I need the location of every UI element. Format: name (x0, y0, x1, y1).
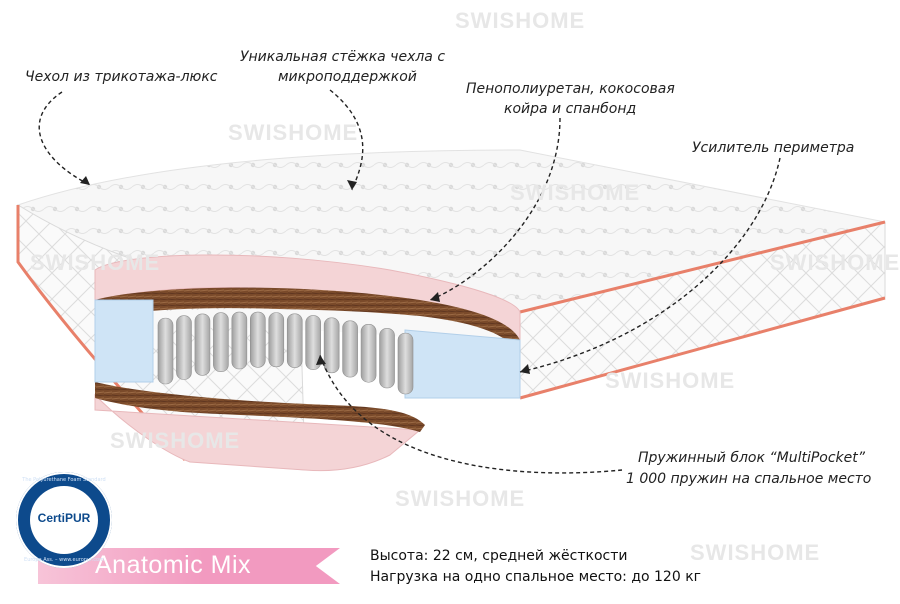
watermark: SWISHOME (395, 486, 526, 511)
spring-pocket (231, 311, 248, 370)
spring-pocket (342, 320, 358, 378)
callout-foam-line2: койра и спанбонд (504, 101, 637, 117)
leader-foam (429, 117, 561, 301)
spring-pocket (194, 313, 211, 376)
coir-layer-top (95, 287, 520, 352)
badge-label: CertiPUR (37, 511, 91, 525)
watermark: SWISHOME (770, 250, 900, 275)
badge-inner-circle: CertiPUR (30, 486, 98, 554)
pink-layer-bottom (94, 393, 422, 472)
badge-arc-text-top: The Polyurethane Foam Standard (22, 477, 106, 483)
watermark: SWISHOME (605, 368, 736, 393)
piping-top-edge (519, 220, 886, 314)
callout-cover: Чехол из трикотажа-люкс (25, 69, 218, 85)
spring-pocket (250, 311, 266, 368)
spring-pocket (360, 324, 377, 383)
arrowhead-springs (316, 355, 326, 365)
spring-pocket (379, 328, 395, 389)
spring-pocket (268, 312, 285, 368)
coir-layer-bottom (95, 382, 425, 432)
watermark: SWISHOME (510, 180, 641, 205)
watermark: SWISHOME (690, 540, 821, 565)
callout-perimeter: Усилитель периметра (692, 140, 855, 156)
spec-height: Высота: 22 см, средней жёсткости (370, 548, 628, 564)
watermark: SWISHOME (110, 428, 241, 453)
arrowhead-cover (80, 176, 90, 185)
piping-bottom-edge (519, 296, 886, 400)
spring-pocket (286, 313, 303, 368)
foam-block-left (94, 299, 154, 383)
leader-cover (38, 91, 91, 186)
spring-pocket (305, 315, 321, 370)
spring-pocket (323, 317, 340, 374)
badge-arc-text-bottom: Europe Ass. – www.europur.com (24, 557, 104, 563)
callout-stitch-line1: Уникальная стёжка чехла с (240, 49, 446, 65)
watermark: SWISHOME (228, 120, 359, 145)
callout-springs-line1: Пружинный блок “MultiPocket” (638, 450, 866, 466)
arrowhead-foam (430, 292, 440, 302)
arrowhead-stitch (347, 180, 357, 190)
spring-pocket (213, 312, 229, 373)
leader-perimeter (519, 157, 781, 373)
spec-load: Нагрузка на одно спальное место: до 120 … (370, 569, 702, 585)
callout-foam-line1: Пенополиуретан, кокосовая (466, 81, 675, 97)
watermark: SWISHOME (455, 8, 586, 33)
foam-block-right (404, 329, 521, 399)
watermark: SWISHOME (30, 250, 161, 275)
callout-springs-line2: 1 000 пружин на спальное место (626, 471, 872, 487)
pocket-springs (157, 311, 414, 395)
spring-pocket (397, 332, 414, 395)
arrowhead-perimeter (520, 364, 530, 374)
spring-pocket (176, 315, 192, 380)
callout-stitch-line2: микроподдержкой (278, 69, 417, 85)
leader-springs (319, 354, 623, 474)
product-name: Anatomic Mix (95, 551, 252, 579)
spring-pocket (157, 317, 174, 385)
certipur-badge: The Polyurethane Foam Standard CertiPUR … (16, 472, 112, 568)
